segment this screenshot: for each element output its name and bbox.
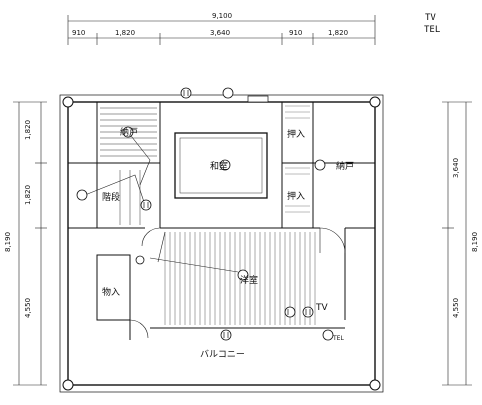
- tv-label: TV: [315, 303, 328, 313]
- stair-hatch: [100, 107, 157, 225]
- wiring-lines: [84, 131, 239, 273]
- room-label-nando: 納戸: [336, 160, 354, 172]
- oshiire-hatch: [285, 105, 310, 213]
- corner-columns: [62, 96, 381, 391]
- dim-top-seg-3: 3,640: [210, 29, 230, 37]
- room-label-kaidan: 階段: [102, 191, 120, 203]
- dim-top-seg-5: 1,820: [328, 29, 348, 37]
- light-symbol: [220, 329, 232, 341]
- right-dimension-lines: [442, 101, 472, 386]
- dim-top-seg-1: 910: [72, 29, 85, 37]
- washitsu-border: [179, 137, 263, 194]
- light-symbol: [180, 87, 192, 99]
- room-label-monoire: 物入: [102, 286, 120, 298]
- room-label-balcony: バルコニー: [200, 349, 245, 360]
- light-symbol: [135, 255, 145, 265]
- outlet-symbols: [143, 90, 311, 338]
- tel-marker: TEL: [332, 335, 344, 342]
- light-symbol: [122, 126, 134, 138]
- light-symbol: [219, 159, 231, 171]
- dim-left-seg-3: 4,550: [24, 298, 32, 318]
- left-dimension-lines: [13, 101, 47, 386]
- dim-top-seg-2: 1,820: [115, 29, 135, 37]
- interior-walls: [68, 102, 375, 340]
- dim-right-total: 8,190: [471, 232, 479, 252]
- dim-right-seg-1: 3,640: [452, 158, 460, 178]
- door-swings: [129, 227, 346, 339]
- light-symbol: [314, 159, 326, 171]
- light-symbol: [322, 329, 334, 341]
- corner-note-tv: TV: [425, 13, 436, 23]
- dim-right-seg-2: 4,550: [452, 298, 460, 318]
- light-symbol: [302, 306, 314, 318]
- dim-left-seg-2: 1,820: [24, 185, 32, 205]
- light-symbol: [222, 87, 234, 99]
- room-label-nando-small: 納戸: [120, 126, 138, 138]
- vent-box: [247, 95, 269, 103]
- top-dimension-lines: [67, 15, 376, 45]
- room-label-oshiire-1: 押入: [287, 128, 305, 140]
- outer-walls: [59, 94, 384, 393]
- light-symbol: [140, 199, 152, 211]
- dim-left-seg-1: 1,820: [24, 120, 32, 140]
- dim-top-total: 9,100: [212, 12, 232, 20]
- corner-note-tel: TEL: [424, 25, 440, 35]
- light-symbol: [237, 269, 249, 281]
- room-label-washitsu: 和室: [210, 160, 228, 172]
- dim-left-total: 8,190: [4, 232, 12, 252]
- room-label-yoshitsu: 洋室: [240, 274, 258, 286]
- light-symbol: [76, 189, 88, 201]
- room-label-oshiire-2: 押入: [287, 190, 305, 202]
- light-symbol: [284, 306, 296, 318]
- light-fixtures: [76, 87, 334, 341]
- dim-top-seg-4: 910: [289, 29, 302, 37]
